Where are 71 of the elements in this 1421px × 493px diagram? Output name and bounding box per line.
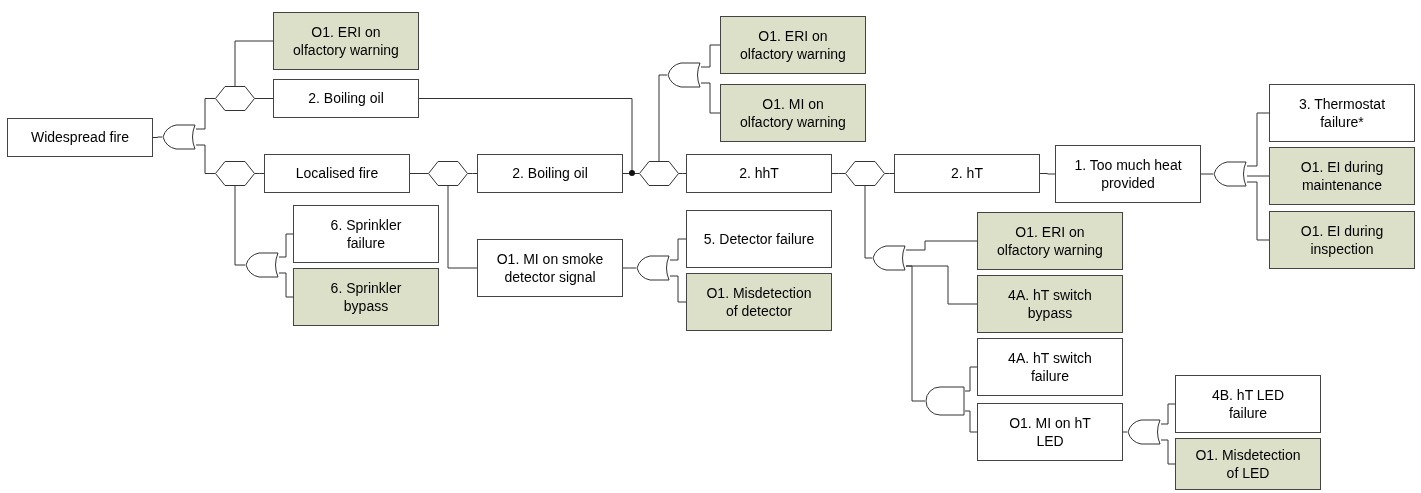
connector-line	[409, 173, 429, 174]
event-box: 6. Sprinkler failure	[293, 205, 439, 263]
event-box: O1. EI during inspection	[1269, 211, 1415, 269]
connector-line	[964, 366, 978, 392]
connector-line	[467, 173, 478, 174]
connector-line	[234, 40, 274, 87]
connector-line	[278, 233, 294, 258]
connector-line	[884, 173, 895, 174]
connector-line	[964, 410, 978, 433]
event-box: 4A. hT switch bypass	[977, 275, 1123, 333]
connector-line	[1246, 181, 1270, 241]
or-gate	[1127, 419, 1161, 445]
or-gate	[872, 245, 906, 271]
or-gate	[245, 252, 279, 278]
connector-line	[678, 173, 687, 174]
event-box: O1. MI on hT LED	[977, 403, 1123, 461]
connector-line	[195, 98, 216, 130]
connector-line	[152, 136, 163, 138]
event-box: 6. Sprinkler bypass	[293, 268, 439, 326]
connector-line	[1160, 403, 1176, 425]
connector-line	[831, 173, 846, 174]
event-box: 2. hT	[894, 154, 1040, 193]
event-box: O1. MI on smoke detector signal	[477, 239, 623, 297]
connector-line	[669, 275, 687, 303]
connector-line	[254, 173, 265, 174]
or-gate	[667, 62, 701, 88]
event-box: O1. Misdetection of LED	[1175, 438, 1321, 490]
connector-line	[278, 272, 294, 298]
connector-line	[1200, 173, 1214, 175]
event-box: O1. MI on olfactory warning	[720, 84, 866, 142]
event-box: O1. ERI on olfactory warning	[720, 16, 866, 74]
inhibit-hexagon	[845, 161, 885, 186]
event-box: Localised fire	[264, 154, 410, 193]
event-box: Widespread fire	[7, 118, 153, 157]
or-gate	[162, 124, 196, 150]
event-box: O1. ERI on olfactory warning	[273, 12, 419, 70]
event-box: O1. Misdetection of detector	[686, 273, 832, 331]
connector-line	[1160, 439, 1176, 465]
inhibit-hexagon	[639, 161, 679, 186]
connector-line	[700, 82, 721, 114]
event-box: 1. Too much heat provided	[1055, 145, 1201, 203]
connector-line	[254, 98, 274, 99]
inhibit-hexagon	[215, 86, 255, 111]
connector-line	[669, 238, 687, 261]
event-box: 2. Boiling oil	[273, 79, 419, 118]
connector-line	[234, 185, 246, 266]
connector-line	[700, 44, 721, 68]
or-gate	[1213, 161, 1247, 187]
or-gate	[636, 255, 670, 281]
inhibit-hexagon	[428, 161, 468, 186]
connector-line	[658, 74, 668, 162]
event-box: 2. Boiling oil	[477, 154, 623, 193]
connector-line	[864, 185, 873, 259]
inhibit-hexagon	[215, 161, 255, 186]
connector-line	[905, 240, 978, 251]
event-box: 4A. hT switch failure	[977, 338, 1123, 396]
connector-line	[1246, 175, 1270, 177]
connector-line	[905, 265, 926, 402]
connector-line	[622, 267, 637, 269]
event-box: 5. Detector failure	[686, 210, 832, 268]
event-box: 2. hhT	[686, 154, 832, 193]
connector-line	[1039, 173, 1056, 175]
event-box: O1. EI during maintenance	[1269, 147, 1415, 205]
and-gate	[925, 386, 965, 416]
connector-line	[447, 185, 478, 269]
event-box: 4B. hT LED failure	[1175, 375, 1321, 433]
connector-line	[1246, 112, 1270, 167]
connector-line	[1122, 431, 1128, 433]
event-box: O1. ERI on olfactory warning	[977, 212, 1123, 270]
connector-line	[195, 144, 216, 174]
event-box: 3. Thermostat failure*	[1269, 84, 1415, 142]
